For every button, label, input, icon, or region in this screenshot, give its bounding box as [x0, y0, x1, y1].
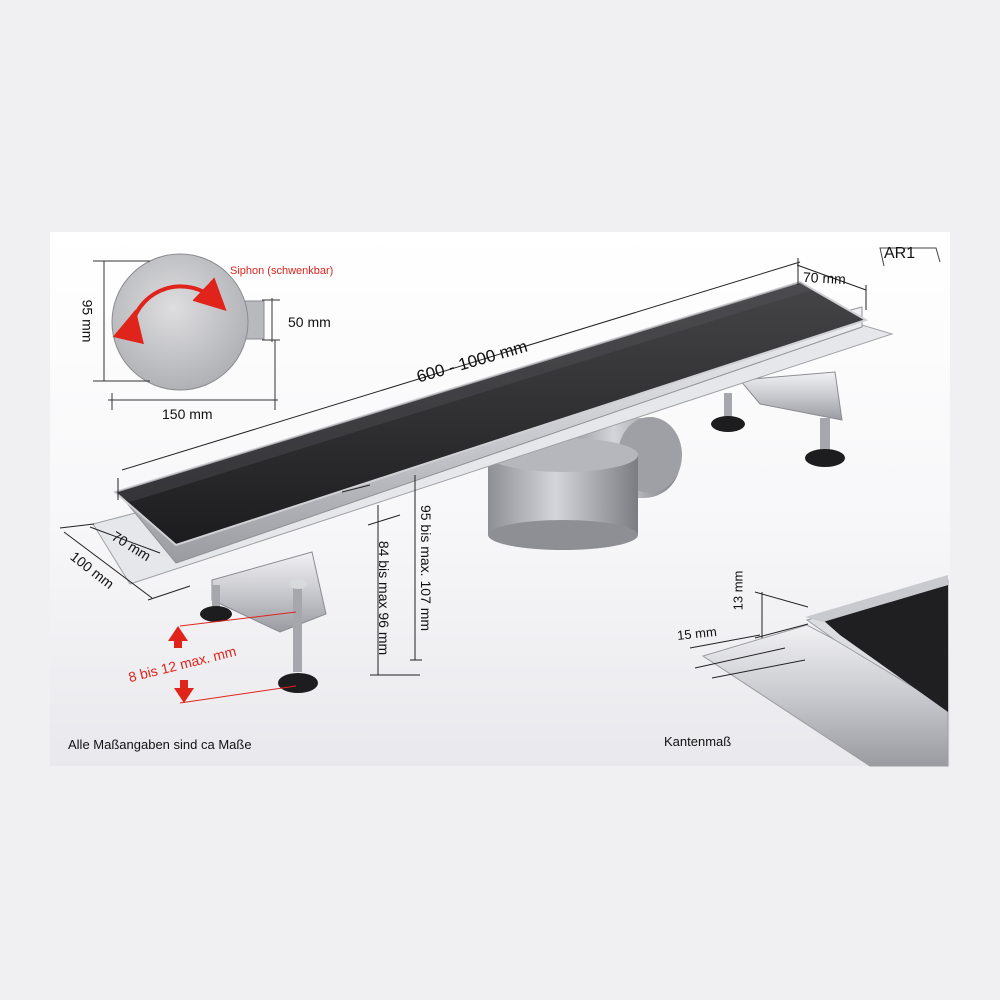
- edge-detail-inset: [689, 575, 949, 767]
- siphon-height-label: 95 mm: [79, 299, 96, 343]
- total-height-label: 95 bis max. 107 mm: [418, 504, 435, 632]
- leg-adjust-dimension: [168, 611, 297, 704]
- siphon-label: Siphon (schwenkbar): [230, 265, 334, 277]
- edge-height-label: 13 mm: [730, 570, 746, 611]
- arrow-up-icon: [168, 626, 188, 641]
- channel-width-back-label: 70 mm: [802, 268, 847, 288]
- arrow-down-icon: [174, 688, 194, 703]
- siphon-width-label: 150 mm: [162, 406, 213, 422]
- dimension-lines: [59, 258, 867, 676]
- glass-cover: [112, 280, 869, 547]
- back-legs: [711, 371, 845, 467]
- edge-caption: Kantenmaß: [664, 734, 732, 749]
- model-code: AR1: [884, 245, 916, 262]
- footnote: Alle Maßangaben sind ca Maße: [68, 737, 252, 752]
- front-legs: [200, 551, 327, 693]
- model-tag-frame: [879, 247, 941, 267]
- base-height-label: 84 bis max 96 mm: [376, 540, 393, 656]
- rotate-arrow-icon: [112, 277, 227, 345]
- siphon-outlet-label: 50 mm: [288, 314, 331, 330]
- siphon-diagram: [93, 253, 280, 410]
- siphon-body: [488, 417, 682, 550]
